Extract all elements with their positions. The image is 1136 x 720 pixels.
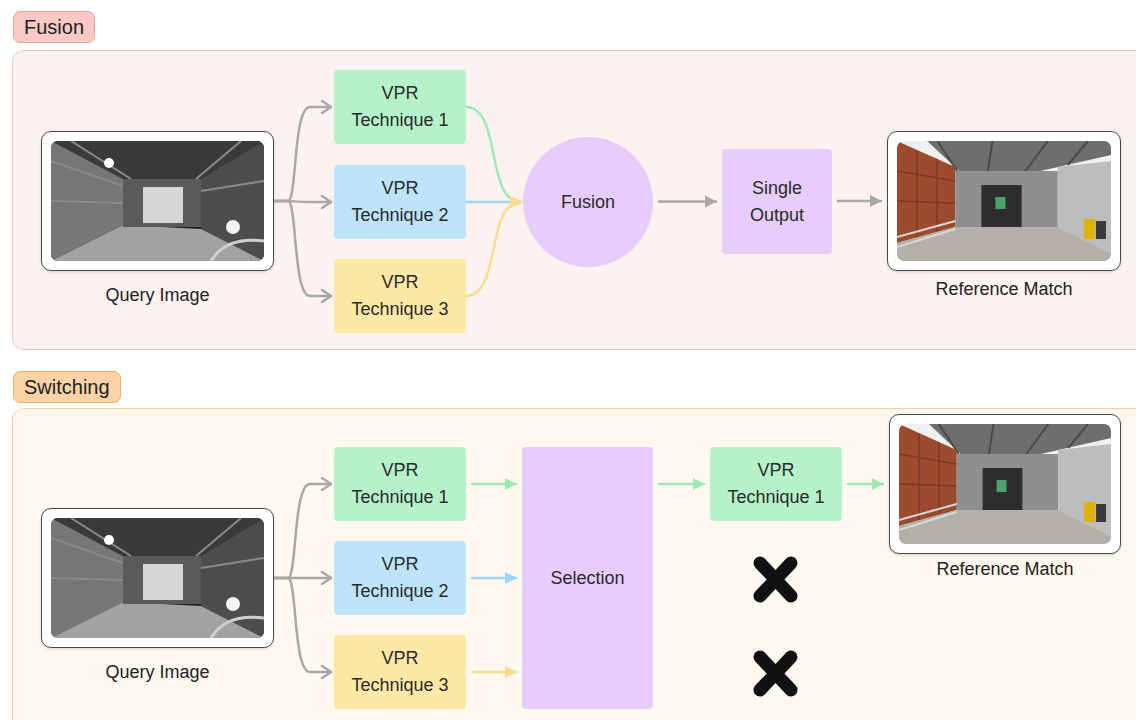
panel-tab-label: Fusion	[13, 11, 95, 43]
x-mark	[760, 563, 791, 596]
box-label: VPR Technique 1	[344, 457, 456, 511]
technique-box: VPR Technique 1	[710, 447, 842, 521]
connector-arrow	[472, 671, 516, 674]
photo-illustration	[51, 141, 264, 261]
technique-box: VPR Technique 1	[334, 447, 466, 521]
box-label: Single Output	[732, 175, 822, 229]
technique-box: VPR Technique 3	[334, 259, 466, 333]
box-label: VPR Technique 2	[344, 551, 456, 605]
connector-arrow	[472, 483, 516, 486]
box-label: VPR Technique 1	[720, 457, 832, 511]
image-caption: Reference Match	[870, 558, 1136, 580]
technique-box: VPR Technique 2	[334, 541, 466, 615]
image-caption: Query Image	[22, 284, 293, 306]
panel-tab-label: Switching	[13, 371, 121, 403]
photo-illustration	[51, 518, 264, 638]
connector-arrow	[274, 201, 331, 296]
connector-arrow	[274, 578, 331, 672]
box-label: Selection	[550, 565, 624, 592]
photo	[51, 518, 264, 638]
box-label: VPR Technique 3	[344, 269, 456, 323]
box-label: VPR Technique 1	[344, 80, 456, 134]
connector-arrow	[659, 200, 716, 203]
connector-arrow	[659, 483, 704, 486]
selection-box: Selection	[522, 447, 653, 709]
photo-illustration	[899, 424, 1111, 544]
technique-box: VPR Technique 2	[334, 165, 466, 239]
group-panel: FusionQuery ImageVPR Technique 1VPR Tech…	[12, 50, 1136, 350]
output-box: Single Output	[722, 149, 832, 254]
box-label: VPR Technique 3	[344, 645, 456, 699]
image-frame: Reference Match	[887, 131, 1121, 271]
connector-arrow	[848, 483, 883, 486]
photo	[897, 141, 1111, 261]
connector-arrow	[466, 107, 521, 202]
technique-box: VPR Technique 1	[334, 70, 466, 144]
x-mark	[760, 657, 791, 690]
image-caption: Query Image	[22, 661, 293, 683]
connector-arrow	[466, 202, 521, 296]
image-frame: Query Image	[41, 131, 274, 271]
connector-arrow	[838, 200, 881, 203]
connector-arrow	[274, 484, 331, 578]
connector-arrow	[472, 577, 516, 580]
group-panel: SwitchingQuery ImageVPR Technique 1VPR T…	[12, 408, 1136, 720]
photo	[899, 424, 1111, 544]
technique-box: VPR Technique 3	[334, 635, 466, 709]
photo	[51, 141, 264, 261]
photo-illustration	[897, 141, 1111, 261]
fusion-circle: Fusion	[523, 137, 653, 267]
image-frame: Reference Match	[889, 414, 1121, 554]
box-label: VPR Technique 2	[344, 175, 456, 229]
connector-arrow	[274, 107, 331, 201]
image-caption: Reference Match	[868, 278, 1136, 300]
box-label: Fusion	[561, 189, 615, 216]
image-frame: Query Image	[41, 508, 274, 648]
